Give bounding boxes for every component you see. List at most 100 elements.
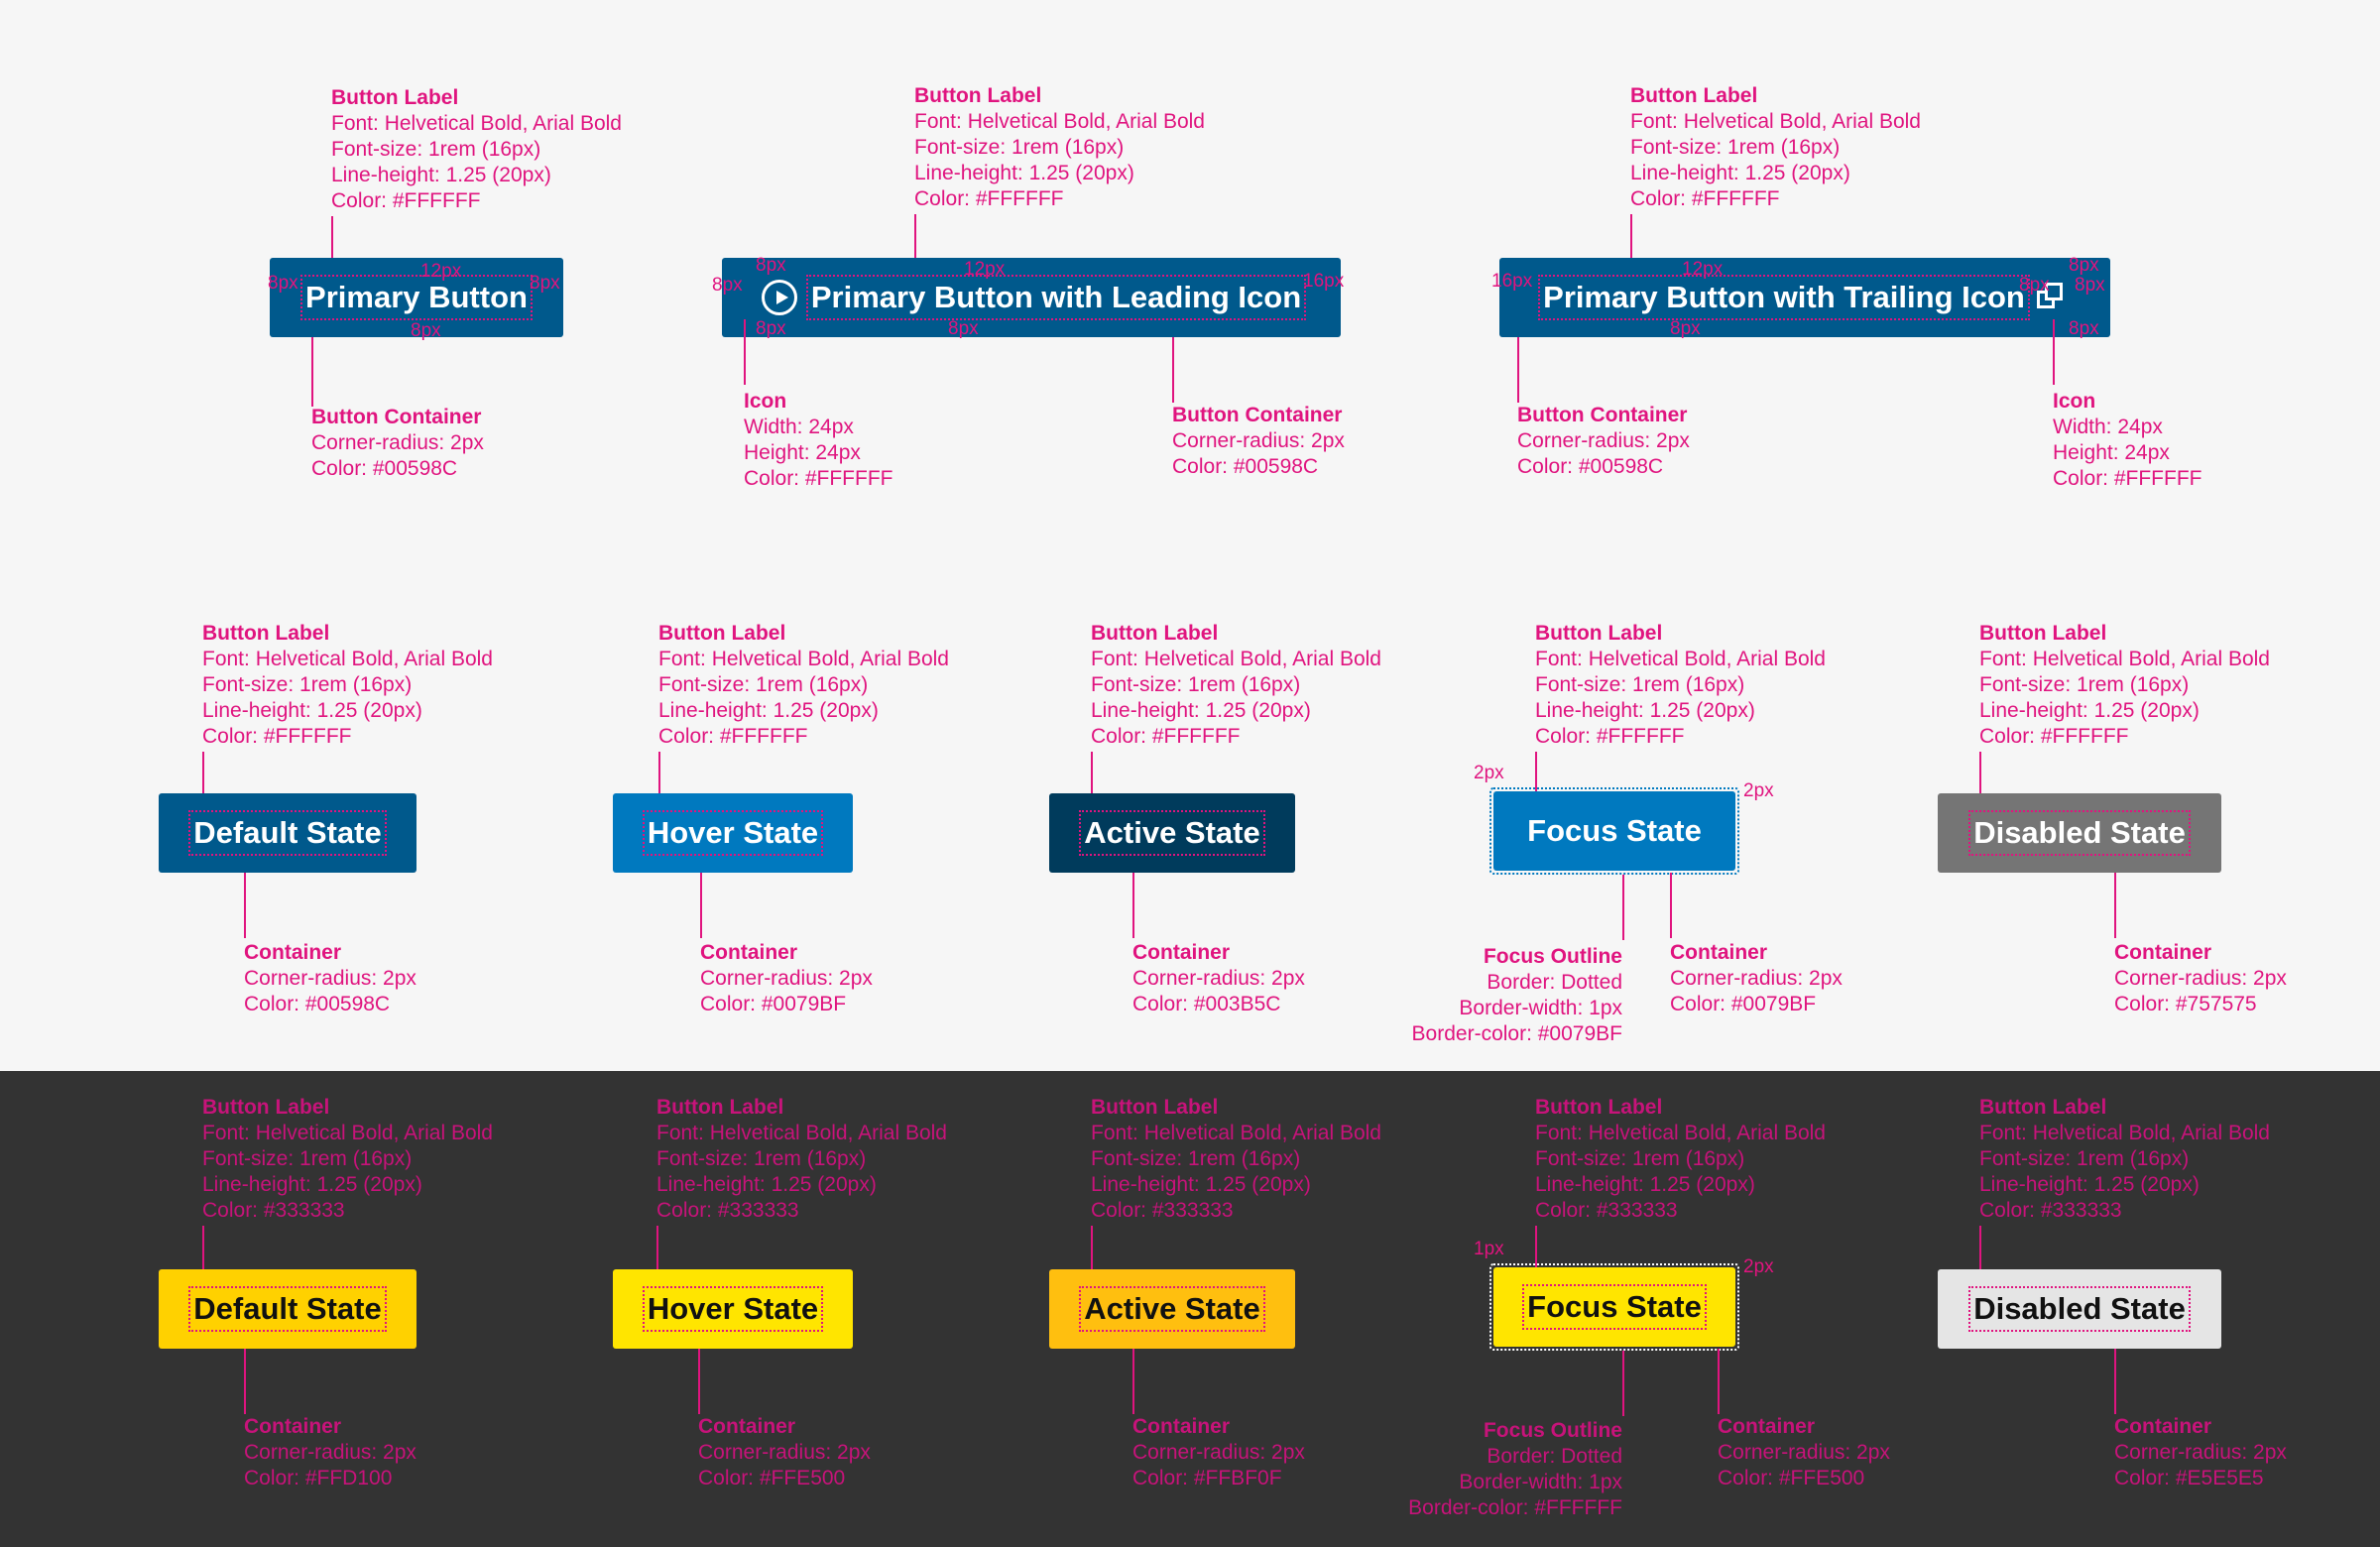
leader-line <box>700 873 702 938</box>
focus-outline <box>1489 1263 1739 1351</box>
default-state-button[interactable]: Default State <box>159 793 416 873</box>
button-label: Disabled State <box>1968 1286 2191 1332</box>
leader-line <box>1132 873 1134 938</box>
leader-line <box>1091 752 1093 817</box>
container-spec-active: Container Corner-radius: 2px Color: #003… <box>1132 941 1305 1015</box>
leader-line <box>2114 873 2116 938</box>
container-spec-disabled: Container Corner-radius: 2px Color: #757… <box>2114 941 2287 1015</box>
label-spec-hover-dark: Button Label Font: Helvetical Bold, Aria… <box>656 1096 947 1222</box>
label-spec-hover: Button Label Font: Helvetical Bold, Aria… <box>658 622 949 748</box>
leader-line <box>658 752 660 817</box>
icon-spec-trailing: Icon Width: 24px Height: 24px Color: #FF… <box>2053 390 2202 490</box>
leader-line <box>244 873 246 938</box>
measure-8px-right: 8px <box>530 273 560 294</box>
external-link-icon <box>2036 283 2067 312</box>
play-circle-icon <box>761 280 797 315</box>
label-spec-disabled-dark: Button Label Font: Helvetical Bold, Aria… <box>1979 1096 2270 1222</box>
focus-outline-spec-white: Focus Outline Border: Dotted Border-widt… <box>1408 1419 1622 1519</box>
leader-line <box>244 1349 246 1414</box>
leader-line <box>1091 1226 1093 1291</box>
leader-line <box>1132 1349 1134 1414</box>
measure-8px-inner: 8px <box>2019 275 2050 296</box>
measure-16px-right: 16px <box>1303 271 1345 292</box>
primary-button-trailing-icon[interactable]: Primary Button with Trailing Icon <box>1499 258 2110 337</box>
container-spec-default: Container Corner-radius: 2px Color: #005… <box>244 941 416 1015</box>
focus-outline <box>1489 787 1739 875</box>
container-spec-focus: Container Corner-radius: 2px Color: #007… <box>1670 941 1843 1015</box>
label-spec-primary: Button Label Font: Helvetical Bold, Aria… <box>331 86 622 212</box>
button-label: Hover State <box>642 810 824 856</box>
focus-state-button[interactable]: Focus State <box>1493 791 1735 871</box>
measure-8px-bottom: 8px <box>756 318 786 339</box>
label-spec-focus-dark: Button Label Font: Helvetical Bold, Aria… <box>1535 1096 1826 1222</box>
label-spec-active: Button Label Font: Helvetical Bold, Aria… <box>1091 622 1381 748</box>
active-state-button[interactable]: Active State <box>1049 793 1295 873</box>
container-spec-trailing: Button Container Corner-radius: 2px Colo… <box>1517 404 1690 478</box>
container-spec-hover: Container Corner-radius: 2px Color: #007… <box>700 941 873 1015</box>
measure-8px-bottom: 8px <box>411 320 441 341</box>
label-spec-active-dark: Button Label Font: Helvetical Bold, Aria… <box>1091 1096 1381 1222</box>
measure-8px-top: 8px <box>756 255 786 276</box>
container-spec-disabled-dark: Container Corner-radius: 2px Color: #E5E… <box>2114 1415 2287 1489</box>
active-state-button-yellow[interactable]: Active State <box>1049 1269 1295 1349</box>
focus-outline-spec-blue: Focus Outline Border: Dotted Border-widt… <box>1411 945 1622 1045</box>
button-label: Active State <box>1079 1286 1265 1332</box>
measure-2px-right: 2px <box>1743 780 1774 801</box>
hover-state-button-yellow[interactable]: Hover State <box>613 1269 853 1349</box>
leader-line <box>1517 337 1519 403</box>
button-label: Focus State <box>1527 813 1702 848</box>
measure-8px-top: 8px <box>2069 255 2099 276</box>
label-spec-default: Button Label Font: Helvetical Bold, Aria… <box>202 622 493 748</box>
primary-button-leading-icon[interactable]: Primary Button with Leading Icon <box>722 258 1341 337</box>
leader-line <box>1979 752 1981 817</box>
leader-line <box>698 1349 700 1414</box>
primary-button[interactable]: Primary Button <box>270 258 563 337</box>
leader-line <box>1718 1349 1720 1414</box>
leader-line <box>1630 214 1632 280</box>
leader-line <box>202 1226 204 1291</box>
measure-8px-bottom: 8px <box>2069 318 2099 339</box>
measure-12px-top: 12px <box>964 259 1006 280</box>
leader-line <box>202 752 204 817</box>
leader-line <box>744 319 746 385</box>
label-spec-focus: Button Label Font: Helvetical Bold, Aria… <box>1535 622 1826 748</box>
label-spec-trailing: Button Label Font: Helvetical Bold, Aria… <box>1630 84 1921 210</box>
measure-2px-left: 2px <box>1474 763 1504 783</box>
leader-line <box>1622 1351 1624 1416</box>
measure-8px-bottom: 8px <box>948 318 979 339</box>
button-label: Disabled State <box>1968 810 2191 856</box>
button-label: Active State <box>1079 810 1265 856</box>
leader-line <box>331 216 333 266</box>
measure-8px-bottom: 8px <box>1670 318 1701 339</box>
button-label: Default State <box>188 810 387 856</box>
focus-state-button-yellow[interactable]: Focus State <box>1493 1267 1735 1347</box>
measure-8px-left: 8px <box>712 275 743 296</box>
leader-line <box>2114 1349 2116 1414</box>
container-spec-focus-dark: Container Corner-radius: 2px Color: #FFE… <box>1718 1415 1890 1489</box>
measure-12px-top: 12px <box>420 261 462 282</box>
default-state-button-yellow[interactable]: Default State <box>159 1269 416 1349</box>
leader-line <box>1172 337 1174 403</box>
container-spec-primary: Button Container Corner-radius: 2px Colo… <box>311 406 484 480</box>
leader-line <box>2053 319 2055 385</box>
container-spec-hover-dark: Container Corner-radius: 2px Color: #FFE… <box>698 1415 871 1489</box>
measure-16px-left: 16px <box>1491 271 1533 292</box>
leader-line <box>311 337 313 407</box>
measure-8px-left: 8px <box>268 273 298 294</box>
container-spec-default-dark: Container Corner-radius: 2px Color: #FFD… <box>244 1415 416 1489</box>
label-spec-leading: Button Label Font: Helvetical Bold, Aria… <box>914 84 1205 210</box>
disabled-state-button-light: Disabled State <box>1938 1269 2221 1349</box>
hover-state-button[interactable]: Hover State <box>613 793 853 873</box>
leader-line <box>1979 1226 1981 1291</box>
button-label: Primary Button with Leading Icon <box>805 275 1307 320</box>
leader-line <box>656 1226 658 1291</box>
leader-line <box>914 214 916 280</box>
measure-2px-right: 2px <box>1743 1256 1774 1277</box>
leader-line <box>1535 752 1537 817</box>
measure-8px-right: 8px <box>2075 275 2105 296</box>
button-label: Hover State <box>642 1286 824 1332</box>
measure-12px-top: 12px <box>1682 259 1724 280</box>
disabled-state-button: Disabled State <box>1938 793 2221 873</box>
leader-line <box>1535 1226 1537 1291</box>
container-spec-leading: Button Container Corner-radius: 2px Colo… <box>1172 404 1345 478</box>
